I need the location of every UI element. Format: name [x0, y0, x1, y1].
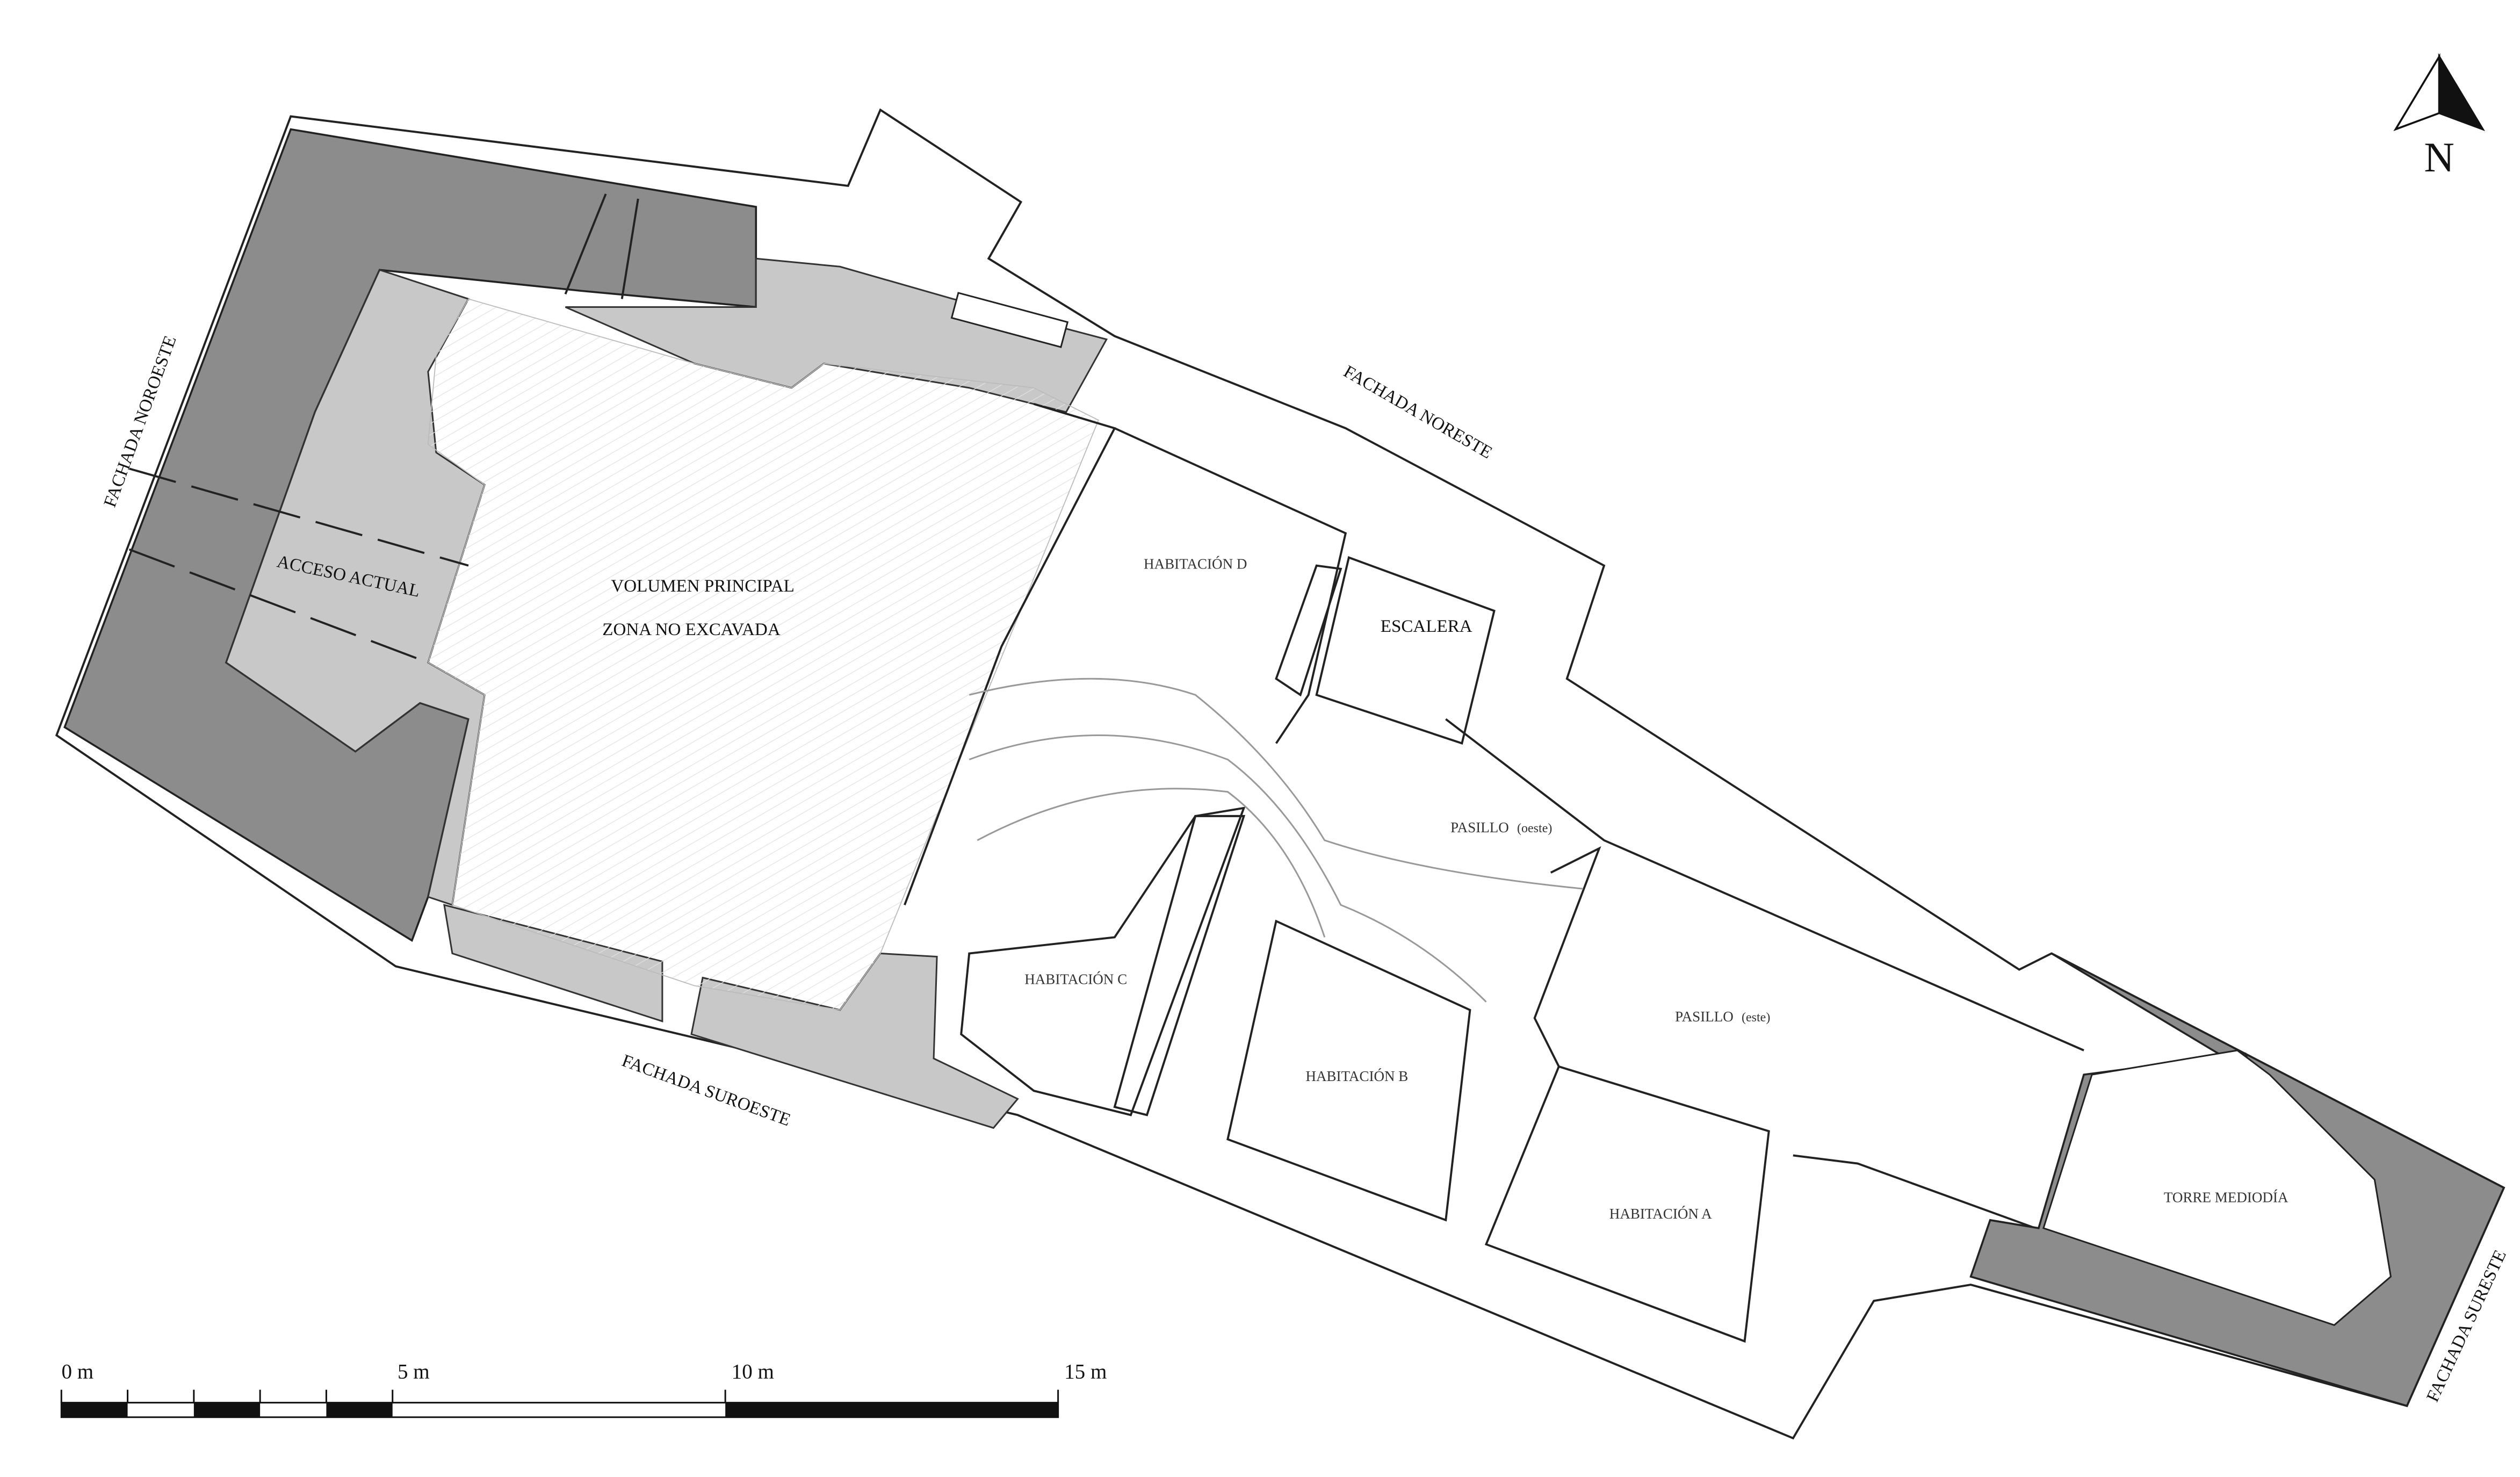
access-line [128, 548, 429, 664]
room-d-wall [1114, 427, 1347, 744]
habitacion-b-label: HABITACIÓN B [1305, 1068, 1408, 1084]
volume-east-edge [904, 403, 1116, 905]
facade-suroeste-label: FACHADA SUROESTE [619, 1051, 793, 1130]
wall-joint [564, 193, 607, 295]
torre-mediodia-label: TORRE MEDIODÍA [2164, 1190, 2288, 1206]
contour-line [977, 788, 1326, 938]
room-a-wall [1793, 1154, 2036, 1229]
tower-interior [2042, 1049, 2392, 1326]
pasillo-este-sub: (este) [1742, 1011, 1770, 1025]
access-line [129, 467, 469, 567]
room-b [1226, 919, 1471, 1222]
scale-bar [60, 1389, 1059, 1418]
window-opening [950, 292, 1069, 348]
room-a [1484, 1065, 1770, 1343]
zona-no-excavada-label: ZONA NO EXCAVADA [602, 620, 781, 639]
habitacion-c-label: HABITACIÓN C [1024, 971, 1127, 988]
habitacion-a-label: HABITACIÓN A [1609, 1206, 1712, 1222]
building-outline [55, 108, 2505, 1440]
room-c-wall [1113, 815, 1246, 1116]
contour-line [969, 678, 1584, 890]
pasillo-oeste-sub: (oeste) [1517, 822, 1552, 835]
facade-noreste-label: FACHADA NORESTE [1340, 362, 1496, 463]
stair-outline [1315, 556, 1496, 745]
north-label: N [2424, 134, 2454, 181]
corridor-wall [1445, 718, 2084, 1051]
scale-label-15: 15 m [1064, 1360, 1107, 1384]
volumen-principal-label: VOLUMEN PRINCIPAL [611, 577, 795, 596]
escalera-label: ESCALERA [1381, 617, 1472, 636]
stair-wall [1275, 564, 1342, 697]
pasillo-oeste-label: PASILLO [1450, 819, 1509, 835]
corridor-door [1533, 846, 1601, 1067]
north-arrow-icon [2393, 53, 2486, 132]
scale-label-5: 5 m [398, 1360, 430, 1384]
habitacion-d-label: HABITACIÓN D [1144, 556, 1247, 572]
scale-label-10: 10 m [732, 1360, 774, 1384]
unexcavated-zone [427, 298, 1099, 1011]
pasillo-este-label: PASILLO [1675, 1008, 1734, 1025]
scale-label-0: 0 m [61, 1360, 93, 1384]
contour-line [969, 734, 1487, 1003]
room-c [960, 806, 1246, 1116]
wall-joint [620, 198, 639, 299]
